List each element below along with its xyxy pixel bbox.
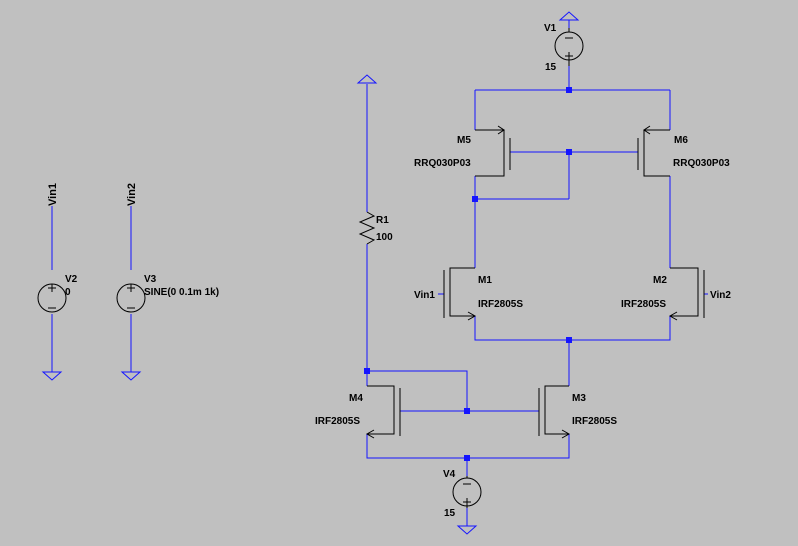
nmos-m2[interactable] — [668, 267, 705, 321]
ground-icon — [456, 525, 478, 535]
nmos-transistor-icon — [365, 385, 401, 439]
wire-top-rail[interactable] — [474, 89, 671, 130]
resistor-icon — [358, 211, 376, 245]
supply-arrow-icon — [558, 11, 580, 28]
m4-model: IRF2805S — [315, 416, 360, 427]
m6-name: M6 — [674, 135, 688, 146]
v3-value: SINE(0 0.1m 1k) — [144, 287, 219, 298]
wire-m4-tie[interactable] — [367, 370, 468, 411]
pmos-m5[interactable] — [475, 125, 511, 177]
pmos-m6[interactable] — [637, 125, 670, 177]
nmos-transistor-icon — [538, 385, 571, 439]
pmos-transistor-icon — [475, 125, 511, 177]
nmos-transistor-icon — [668, 267, 705, 321]
m1-name: M1 — [478, 275, 492, 286]
junctions — [364, 87, 572, 461]
v1-value: 15 — [545, 62, 557, 73]
voltage-source-v2[interactable] — [37, 283, 67, 313]
v3-name: V3 — [144, 274, 157, 285]
v2-value: 0 — [65, 287, 71, 298]
voltage-source-v3[interactable] — [116, 283, 146, 313]
wire-tail[interactable] — [474, 316, 671, 386]
nmos-m4[interactable] — [365, 385, 401, 439]
v1-name: V1 — [544, 23, 557, 34]
nmos-m1[interactable] — [443, 267, 477, 321]
nmos-transistor-icon — [443, 267, 477, 321]
labels: Vin1 Vin2 V2 0 V3 SINE(0 0.1m 1k) V1 15 … — [47, 23, 731, 519]
ground-icon — [41, 371, 63, 381]
m2-model: IRF2805S — [621, 299, 666, 310]
net-label-vin2[interactable]: Vin2 — [126, 183, 138, 206]
voltage-source-v1[interactable] — [554, 28, 584, 66]
wires — [51, 66, 708, 526]
r1-name: R1 — [376, 215, 389, 226]
ground-icon — [120, 371, 142, 381]
supply-arrow-icon — [356, 74, 378, 84]
m1-gate-net[interactable]: Vin1 — [414, 290, 435, 301]
m1-model: IRF2805S — [478, 299, 523, 310]
voltage-source-v4[interactable] — [452, 476, 482, 508]
junction-dot — [364, 368, 370, 374]
r1-value: 100 — [376, 232, 393, 243]
m3-name: M3 — [572, 393, 586, 404]
junction-dot — [566, 149, 572, 155]
junction-dot — [464, 455, 470, 461]
m3-model: IRF2805S — [572, 416, 617, 427]
resistor-r1[interactable] — [358, 211, 376, 245]
junction-dot — [464, 408, 470, 414]
pmos-transistor-icon — [637, 125, 670, 177]
m6-model: RRQ030P03 — [673, 158, 730, 169]
junction-dot — [566, 87, 572, 93]
v4-name: V4 — [443, 469, 456, 480]
m5-name: M5 — [457, 135, 471, 146]
junction-dot — [566, 337, 572, 343]
wire-m5-drain[interactable] — [474, 176, 569, 268]
m4-name: M4 — [349, 393, 363, 404]
nmos-m3[interactable] — [538, 385, 571, 439]
junction-dot — [472, 196, 478, 202]
wire-pmos-gates[interactable] — [510, 151, 638, 199]
v4-value: 15 — [444, 508, 456, 519]
m2-name: M2 — [653, 275, 667, 286]
net-label-vin1[interactable]: Vin1 — [47, 183, 59, 206]
m2-gate-net[interactable]: Vin2 — [710, 290, 731, 301]
m5-model: RRQ030P03 — [414, 158, 471, 169]
v2-name: V2 — [65, 274, 78, 285]
